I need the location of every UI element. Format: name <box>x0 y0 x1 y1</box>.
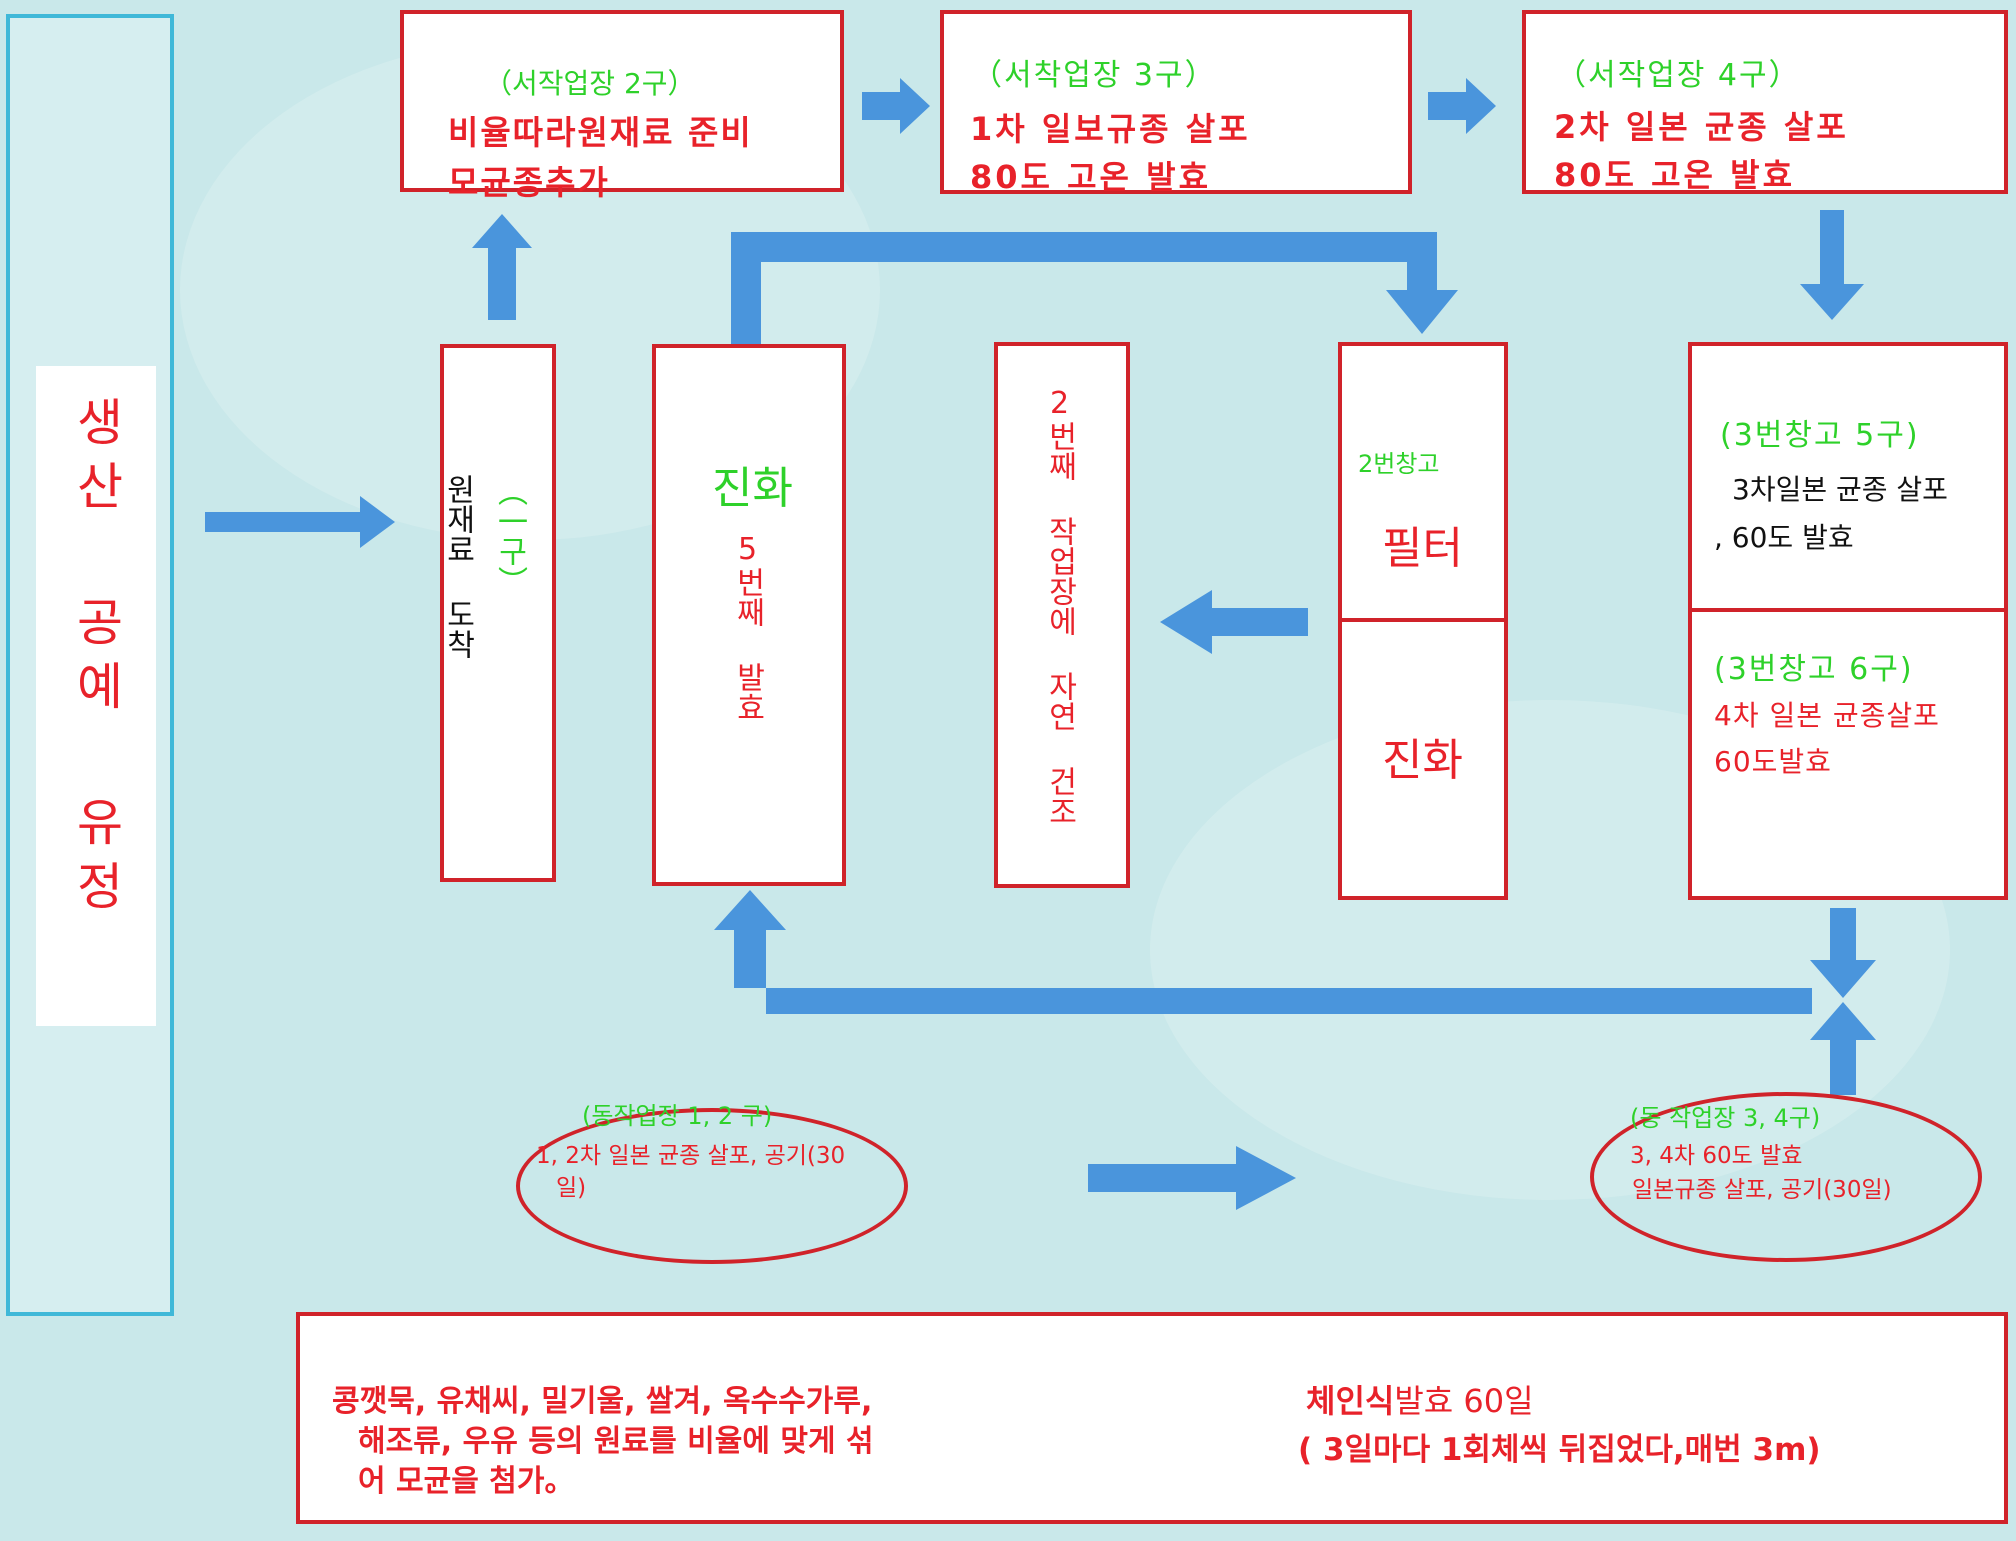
zone5-line2: , 60도 발효 <box>1714 521 1854 554</box>
arrow-right <box>1088 1146 1296 1210</box>
zone2-title: （서작업장 2구） <box>484 67 696 100</box>
arrow-down <box>1800 210 1864 320</box>
summary-box: 콩깻묵, 유채씨, 밀기울, 쌀겨, 옥수수가루, 해조류, 우유 등의 원료를… <box>296 1312 2008 1524</box>
process-box-zone4: （서작업장 4구） 2차 일본 균종 살포 80도 고온 발효 <box>1522 10 2008 194</box>
process-box-zone3: （서착업장 3구） 1차 일보규종 살포 80도 고온 발효 <box>940 10 1412 196</box>
process-box-fermentation5: 진화 5번째 발효 <box>652 344 846 886</box>
process-box-zone2: （서작업장 2구） 비율따라원재료 준비 모균종추가 <box>400 10 844 202</box>
summary-right-line2: ( 3일마다 1회체씩 뒤집었다,매번 3m) <box>1298 1432 1821 1468</box>
zone5-line1: 3차일본 균종 살포 <box>1732 473 1948 506</box>
summary-right-rest: 발효 60일 <box>1394 1382 1534 1420</box>
arrow-loop-top <box>731 232 1458 345</box>
ellipse-left-line2: 일) <box>556 1175 587 1201</box>
summary-right-bold: 체인식 <box>1306 1382 1395 1420</box>
side-panel-inner: 생산 공예 유정 <box>36 366 156 1026</box>
zone6-title: (3번창고 6구) <box>1714 652 1914 687</box>
arrow-right <box>1428 78 1496 134</box>
drying-text: 2번째 작업장에 자연 건조 <box>1042 386 1077 826</box>
ellipse-left-title: (동작업장 1, 2 구) <box>582 1102 773 1130</box>
zone2-line2: 모균종추가 <box>448 163 610 202</box>
zone1-zone: （一구） <box>492 476 527 596</box>
zone2-line1: 비율따라원재료 준비 <box>448 113 753 152</box>
zone1-text: 원재료 도착 <box>440 474 475 659</box>
arrow-up <box>472 214 532 320</box>
zone6-line1: 4차 일본 균종살포 <box>1714 699 1940 732</box>
zone6-line2: 60도발효 <box>1714 745 1832 778</box>
zone4-line2: 80도 고온 발효 <box>1554 156 1796 194</box>
zone5-title: (3번창고 5구) <box>1720 418 1920 453</box>
arrow-right <box>205 496 395 548</box>
process-ellipse-left <box>516 1108 908 1264</box>
process-box-drying: 2번째 작업장에 자연 건조 <box>994 342 1130 888</box>
summary-left-line2: 해조류, 우유 등의 원료를 비율에 맞게 섞 <box>358 1424 874 1459</box>
filter-bottom-title: 진화 <box>1382 735 1463 786</box>
ellipse-right-title: (동 작업장 3, 4구) <box>1630 1104 1821 1132</box>
ellipse-left-line1: 1, 2차 일본 균종 살포, 공기(30 <box>536 1143 846 1169</box>
process-box-zone5-6: (3번창고 5구) 3차일본 균종 살포 , 60도 발효 (3번창고 6구) … <box>1688 342 2008 900</box>
zone3-line1: 1차 일보규종 살포 <box>970 110 1251 148</box>
zone3-line2: 80도 고온 발효 <box>970 158 1212 196</box>
summary-left-line3: 어 모균을 첨가。 <box>358 1464 575 1499</box>
side-label: 생산 공예 유정 <box>67 396 125 924</box>
arrow-up <box>1810 1002 1876 1095</box>
zone5-divider <box>1692 608 2004 612</box>
ellipse-right-line1: 3, 4차 60도 발효 <box>1630 1143 1803 1169</box>
zone4-title: （서작업장 4구） <box>1556 58 1801 93</box>
zone4-line1: 2차 일본 균종 살포 <box>1554 108 1849 146</box>
arrow-down <box>1810 908 1876 998</box>
side-panel: 생산 공예 유정 <box>6 14 174 1316</box>
fermentation5-title: 진화 <box>712 463 793 514</box>
ellipse-right-line2: 일본규종 살포, 공기(30일) <box>1632 1177 1892 1203</box>
process-ellipse-right <box>1590 1092 1982 1262</box>
process-box-zone1: 원재료 도착 （一구） <box>440 344 556 882</box>
arrow-right <box>862 78 930 134</box>
arrow-loop-bottom <box>714 890 1812 1014</box>
filter-title: 필터 <box>1382 523 1463 574</box>
zone3-title: （서착업장 3구） <box>972 58 1217 93</box>
filter-divider <box>1342 618 1504 622</box>
arrow-left <box>1160 590 1308 654</box>
process-box-filter: 2번창고 필터 진화 <box>1338 342 1508 900</box>
summary-left-line1: 콩깻묵, 유채씨, 밀기울, 쌀겨, 옥수수가루, <box>332 1384 873 1419</box>
summary-right-line1: 체인식발효 60일 <box>1306 1376 1534 1422</box>
filter-warehouse-label: 2번창고 <box>1358 450 1440 478</box>
fermentation5-sub: 5번째 발효 <box>730 532 765 722</box>
